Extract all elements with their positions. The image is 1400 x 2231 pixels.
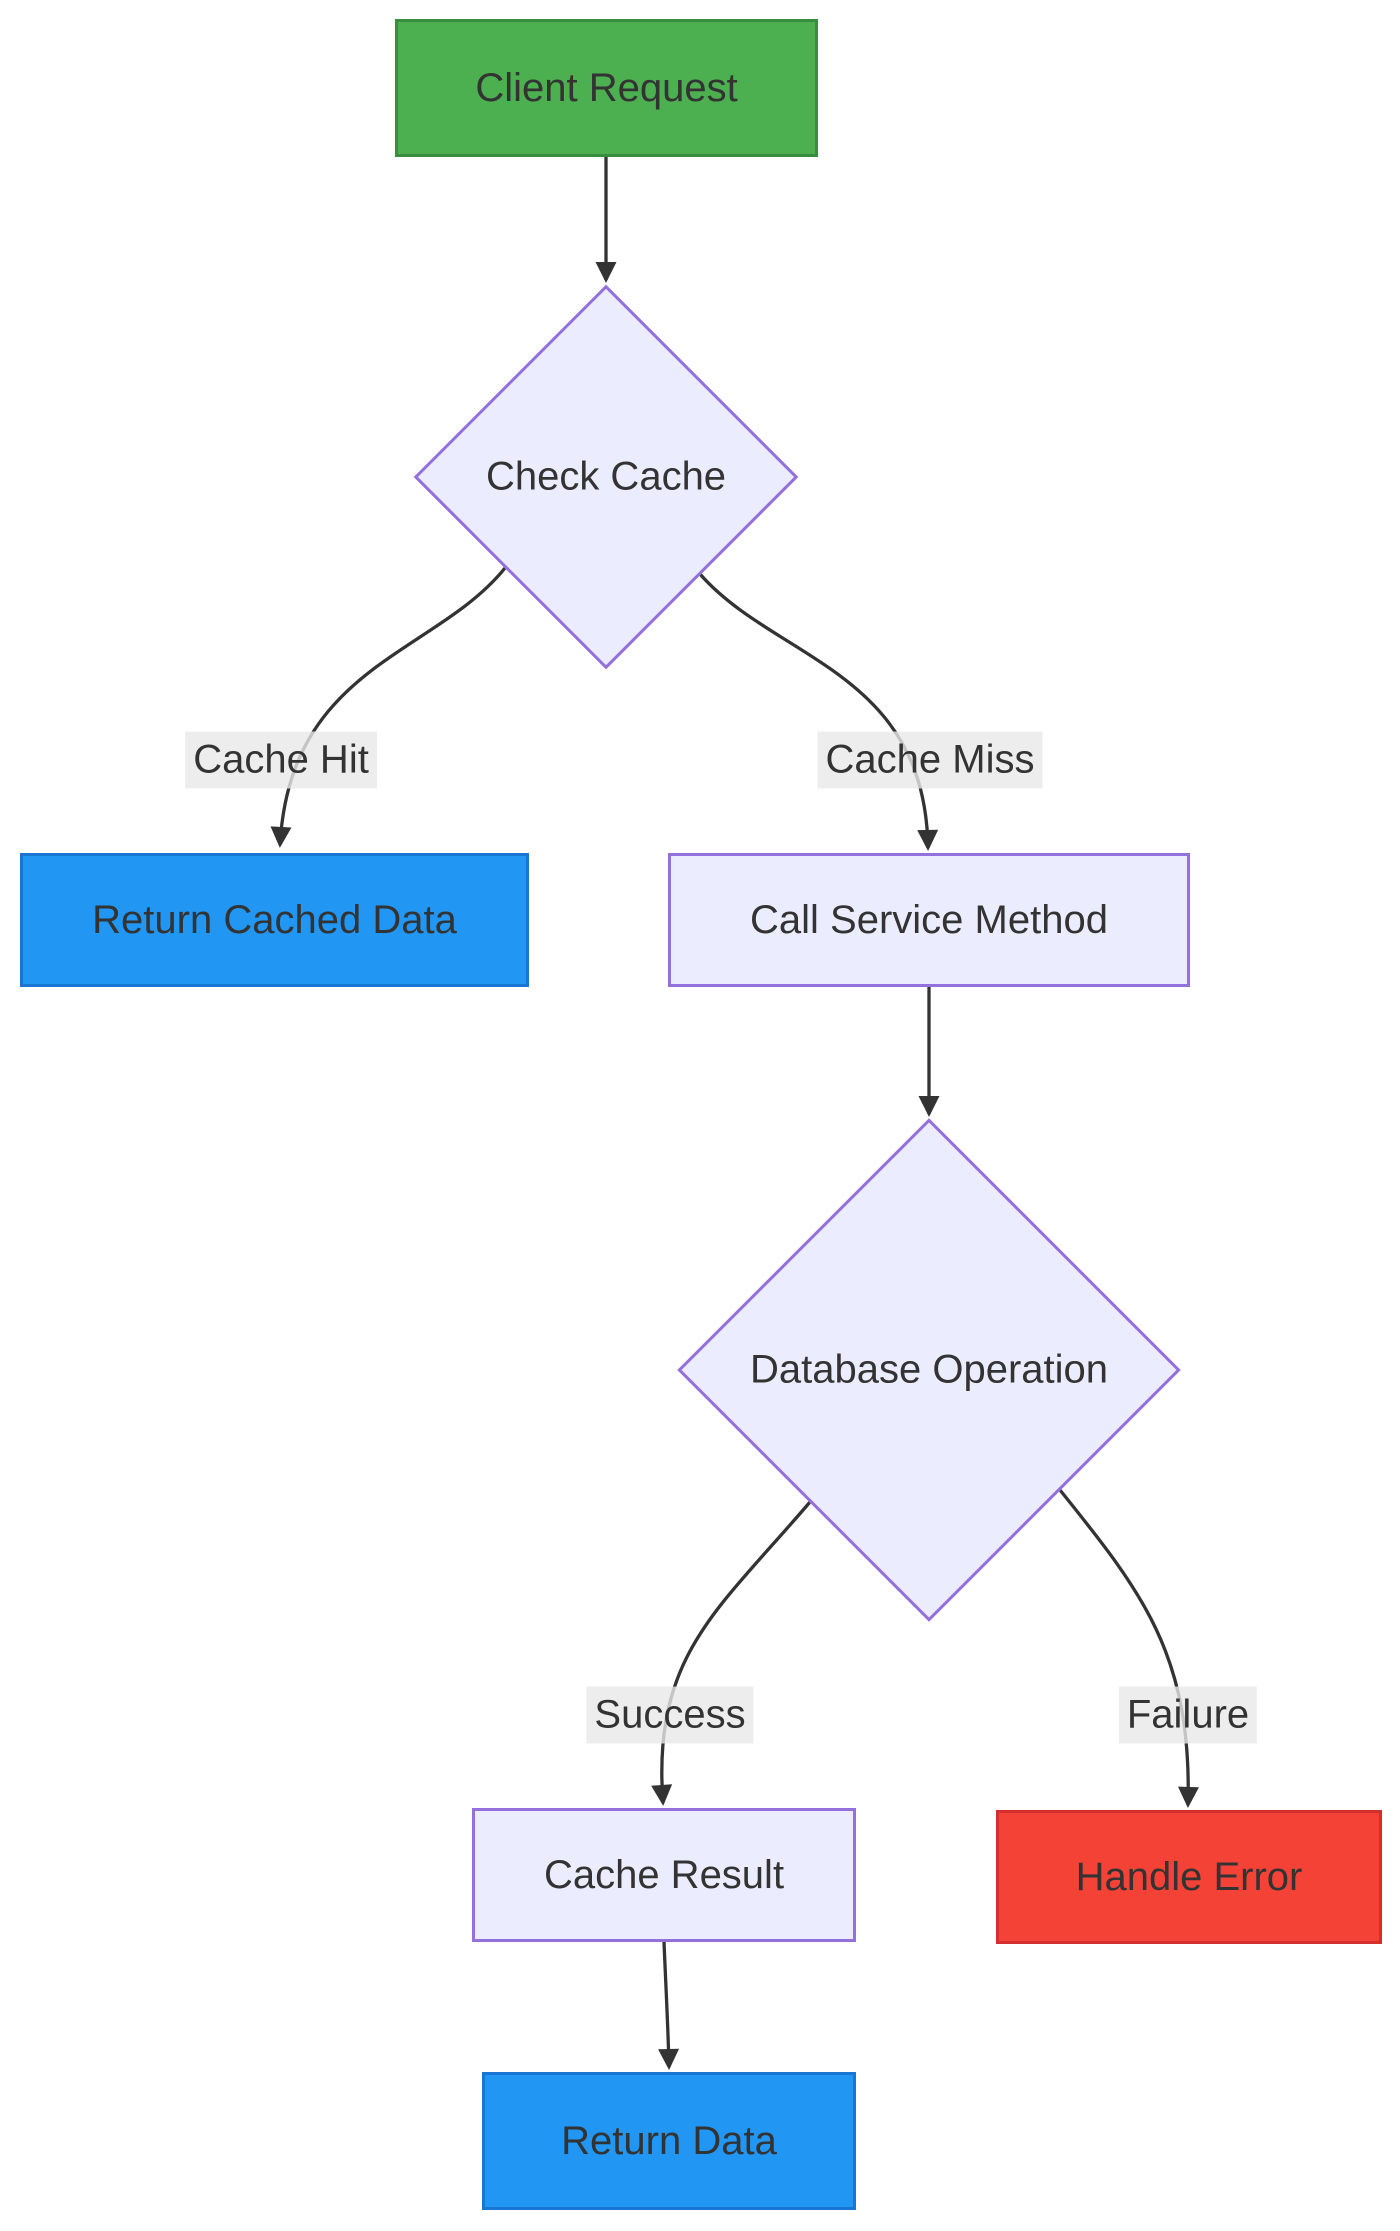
node-handle-error: Handle Error bbox=[996, 1810, 1382, 1944]
edge-label-cache-miss: Cache Miss bbox=[817, 731, 1043, 789]
node-call-service-method-label: Call Service Method bbox=[750, 898, 1108, 942]
node-check-cache-label: Check Cache bbox=[485, 454, 727, 499]
edge-check-cache-to-call-service-method bbox=[698, 572, 939, 851]
edge-label-cache-hit: Cache Hit bbox=[185, 731, 377, 789]
node-database-operation-label: Database Operation bbox=[749, 1347, 1109, 1392]
edge-database-operation-to-cache-result bbox=[651, 1500, 812, 1806]
edge-label-success: Success bbox=[586, 1686, 754, 1744]
node-return-cached-data: Return Cached Data bbox=[20, 853, 529, 987]
node-cache-result-label: Cache Result bbox=[543, 1853, 785, 1897]
node-call-service-method: Call Service Method bbox=[668, 853, 1190, 987]
edge-label-failure: Failure bbox=[1118, 1686, 1258, 1744]
node-cache-result: Cache Result bbox=[472, 1808, 856, 1942]
node-return-data-label: Return Data bbox=[561, 2119, 777, 2163]
node-client-request-label: Client Request bbox=[475, 66, 738, 110]
node-client-request: Client Request bbox=[395, 19, 818, 157]
node-return-cached-data-label: Return Cached Data bbox=[92, 898, 457, 942]
node-return-data: Return Data bbox=[482, 2072, 856, 2210]
edge-cache-result-to-return-data bbox=[658, 1941, 680, 2070]
node-handle-error-label: Handle Error bbox=[1075, 1855, 1303, 1899]
edge-database-operation-to-handle-error bbox=[1058, 1488, 1199, 1808]
edge-check-cache-to-return-cached-data bbox=[270, 566, 507, 848]
